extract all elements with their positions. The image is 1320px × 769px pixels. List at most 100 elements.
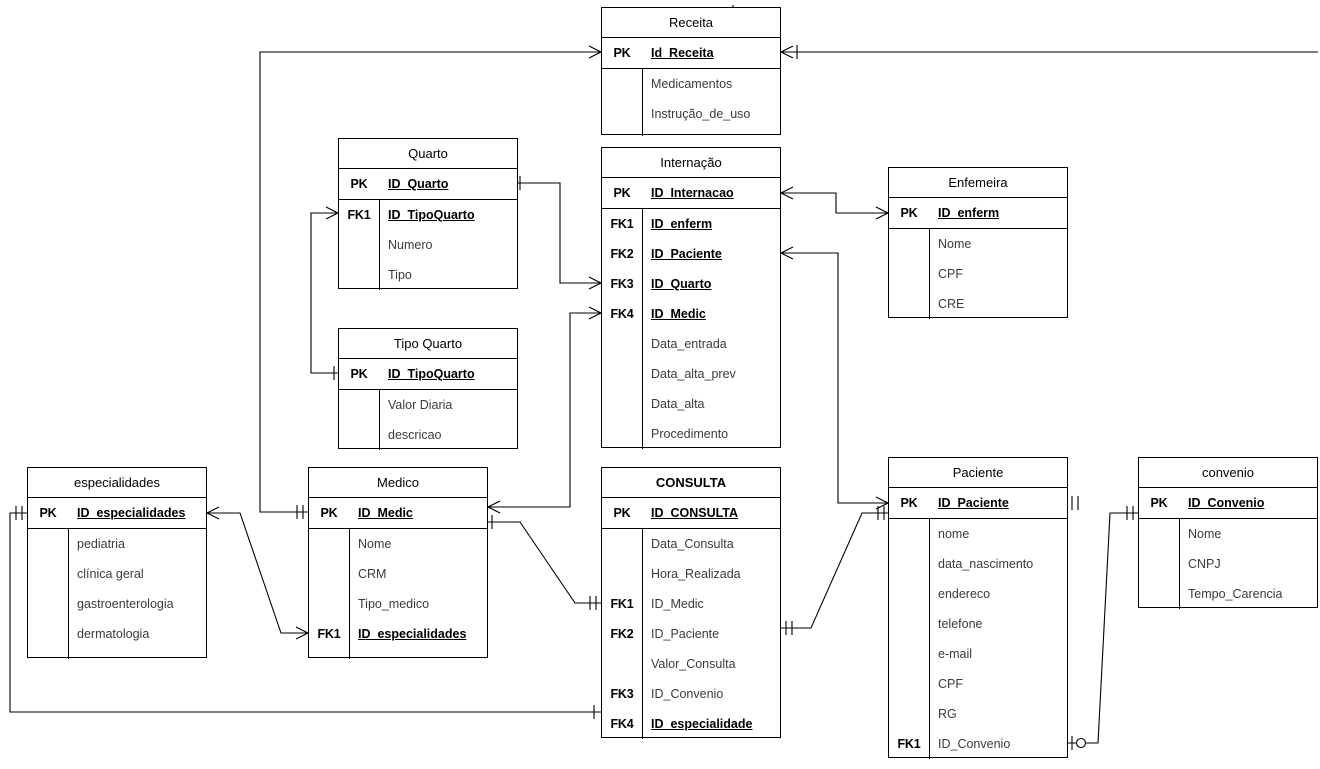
attribute-row[interactable]: CRE: [889, 289, 1067, 319]
attribute-row[interactable]: PK ID_Convenio: [1139, 488, 1317, 518]
attribute-row[interactable]: PK ID_Internacao: [602, 178, 780, 208]
pk-block: PK ID_Internacao: [602, 178, 780, 209]
attribute-row[interactable]: Tipo_medico: [309, 589, 487, 619]
entity-especialidades[interactable]: especialidades PK ID_especialidades pedi…: [27, 467, 207, 659]
attribute-row[interactable]: Data_alta_prev: [602, 359, 780, 389]
attribute-row[interactable]: Instrução_de_uso: [602, 99, 780, 129]
entity-medico[interactable]: Medico PK ID_Medic Nome CRM Tipo_medico: [308, 467, 488, 659]
key-label: FK1: [317, 627, 341, 641]
attribute-row[interactable]: FK1 ID_enferm: [602, 209, 780, 239]
attribute-row[interactable]: FK1 ID_especialidades: [309, 619, 487, 649]
attribute-row[interactable]: Data_entrada: [602, 329, 780, 359]
marker-internacao-fk4-many: [588, 306, 602, 320]
attribute-row[interactable]: Nome: [1139, 519, 1317, 549]
attribute-name: gastroenterologia: [77, 597, 174, 611]
entity-tipo-quarto[interactable]: Tipo Quarto PK ID_TipoQuarto Valor Diari…: [338, 328, 518, 450]
line-internacao-enfemeira: [781, 192, 888, 214]
attribute-row[interactable]: FK1 ID_TipoQuarto: [339, 200, 517, 230]
entity-paciente[interactable]: Paciente PK ID_Paciente nome data_nascim…: [888, 457, 1068, 759]
entity-convenio[interactable]: convenio PK ID_Convenio Nome CNPJ Tempo_…: [1138, 457, 1318, 609]
attribute-row[interactable]: PK ID_Paciente: [889, 488, 1067, 518]
attribute-name: ID_Medic: [651, 307, 706, 321]
attribute-row[interactable]: PK ID_enferm: [889, 198, 1067, 228]
attribute-row[interactable]: CPF: [889, 669, 1067, 699]
attribute-row[interactable]: PK Id_Receita: [602, 38, 780, 68]
attribute-row[interactable]: Nome: [309, 529, 487, 559]
attribute-row[interactable]: FK4 ID_Medic: [602, 299, 780, 329]
attribute-name: dermatologia: [77, 627, 150, 641]
attribute-row[interactable]: descricao: [339, 420, 517, 450]
attribute-row[interactable]: CPF: [889, 259, 1067, 289]
attribute-row[interactable]: Tipo: [339, 260, 517, 290]
attribute-row[interactable]: Numero: [339, 230, 517, 260]
attribute-row[interactable]: PK ID_especialidades: [28, 498, 206, 528]
attribute-row[interactable]: PK ID_CONSULTA: [602, 498, 780, 528]
attribute-name: Data_alta_prev: [651, 367, 736, 381]
attribute-row[interactable]: Procedimento: [602, 419, 780, 449]
attribute-row[interactable]: PK ID_TipoQuarto: [339, 359, 517, 389]
marker-receita-left-many: [588, 45, 602, 59]
attribute-row[interactable]: Medicamentos: [602, 69, 780, 99]
entity-quarto[interactable]: Quarto PK ID_Quarto FK1 ID_TipoQuarto Nu…: [338, 138, 518, 290]
attribute-row[interactable]: FK1 ID_Convenio: [889, 729, 1067, 759]
attribute-name: ID_Medic: [651, 597, 704, 611]
attribute-row[interactable]: clínica geral: [28, 559, 206, 589]
attribute-row[interactable]: FK3 ID_Convenio: [602, 679, 780, 709]
attribute-row[interactable]: Valor_Consulta: [602, 649, 780, 679]
attribute-name: CRM: [358, 567, 387, 581]
attribute-name: ID_Convenio: [651, 687, 724, 701]
attribute-row[interactable]: Tempo_Carencia: [1139, 579, 1317, 609]
attribute-row[interactable]: Nome: [889, 229, 1067, 259]
line-tipoquarto-quarto: [310, 212, 338, 374]
attribute-row[interactable]: telefone: [889, 609, 1067, 639]
attribute-name: descricao: [388, 428, 442, 442]
attribute-row[interactable]: FK2 ID_Paciente: [602, 239, 780, 269]
attribute-name: e-mail: [938, 647, 973, 661]
attr-block: Medicamentos Instrução_de_uso: [602, 69, 780, 136]
key-label: FK4: [610, 307, 634, 321]
attribute-name: Hora_Realizada: [651, 567, 741, 581]
entity-title: CONSULTA: [602, 468, 780, 498]
marker-receita-right-many: [780, 45, 798, 59]
attribute-row[interactable]: FK1 ID_Medic: [602, 589, 780, 619]
entity-enfemeira[interactable]: Enfemeira PK ID_enferm Nome CPF CRE: [888, 167, 1068, 319]
attribute-row[interactable]: CRM: [309, 559, 487, 589]
attribute-row[interactable]: CNPJ: [1139, 549, 1317, 579]
marker-medico-right-many: [487, 500, 501, 514]
attribute-row[interactable]: Hora_Realizada: [602, 559, 780, 589]
entity-receita[interactable]: Receita PK Id_Receita Medicamentos Instr…: [601, 7, 781, 136]
marker-convenio-pk-one: [1126, 506, 1134, 520]
attribute-row[interactable]: PK ID_Medic: [309, 498, 487, 528]
line-quarto-internacao: [518, 182, 601, 284]
attribute-name: ID_Quarto: [651, 277, 712, 291]
entity-title: Paciente: [889, 458, 1067, 488]
attribute-row[interactable]: FK2 ID_Paciente: [602, 619, 780, 649]
attribute-name: clínica geral: [77, 567, 144, 581]
attribute-row[interactable]: Data_alta: [602, 389, 780, 419]
attribute-name: Numero: [388, 238, 433, 252]
attribute-row[interactable]: Valor Diaria: [339, 390, 517, 420]
entity-title: especialidades: [28, 468, 206, 498]
attribute-name: CNPJ: [1188, 557, 1221, 571]
attribute-row[interactable]: dermatologia: [28, 619, 206, 649]
entity-internacao[interactable]: Internação PK ID_Internacao FK1 ID_enfer…: [601, 147, 781, 449]
attribute-row[interactable]: RG: [889, 699, 1067, 729]
marker-consulta-fk1-one: [589, 596, 597, 610]
key-label: FK1: [897, 737, 921, 751]
attribute-row[interactable]: Data_Consulta: [602, 529, 780, 559]
attribute-row[interactable]: e-mail: [889, 639, 1067, 669]
key-label: PK: [613, 186, 631, 200]
attribute-name: Nome: [358, 537, 392, 551]
attribute-row[interactable]: FK4 ID_especialidade: [602, 709, 780, 739]
attribute-row[interactable]: FK3 ID_Quarto: [602, 269, 780, 299]
attribute-row[interactable]: PK ID_Quarto: [339, 169, 517, 199]
attribute-row[interactable]: pediatria: [28, 529, 206, 559]
key-label: FK2: [610, 247, 634, 261]
attribute-row[interactable]: endereco: [889, 579, 1067, 609]
marker-internacao-pk-many: [780, 186, 794, 200]
key-label: PK: [39, 506, 57, 520]
attribute-row[interactable]: gastroenterologia: [28, 589, 206, 619]
attribute-row[interactable]: nome: [889, 519, 1067, 549]
entity-consulta[interactable]: CONSULTA PK ID_CONSULTA Data_Consulta Ho…: [601, 467, 781, 739]
attribute-row[interactable]: data_nascimento: [889, 549, 1067, 579]
